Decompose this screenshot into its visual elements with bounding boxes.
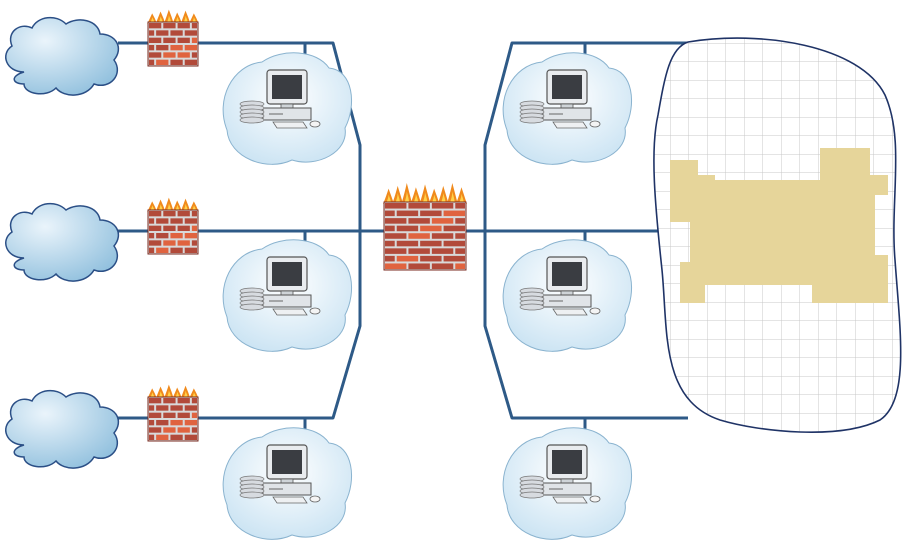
protected-zone (653, 37, 902, 433)
computer-icon (519, 69, 601, 129)
workstations (222, 52, 632, 540)
floor-plan-icon (670, 148, 888, 303)
workstation-right-1 (502, 52, 632, 165)
right-trunk (483, 41, 688, 420)
flame-icon (147, 9, 199, 24)
firewall-icon (147, 9, 199, 67)
cloud-icon (5, 389, 120, 469)
workstation-left-1 (222, 52, 352, 165)
flame-icon (383, 182, 467, 204)
cloud-icon (5, 16, 120, 96)
workstation-left-3 (222, 427, 352, 540)
firewalls (147, 9, 467, 442)
computer-icon (239, 444, 321, 504)
computer-icon (519, 444, 601, 504)
firewall-icon (147, 197, 199, 255)
workstation-right-2 (502, 239, 632, 352)
computer-icon (239, 256, 321, 316)
firewall-icon (147, 384, 199, 442)
computer-icon (519, 256, 601, 316)
left-trunk (198, 41, 362, 420)
network-links (118, 41, 688, 438)
computer-icon (239, 69, 321, 129)
central-firewall-icon (383, 182, 467, 271)
cloud-icon (5, 202, 120, 282)
workstation-right-3 (502, 427, 632, 540)
workstation-left-2 (222, 239, 352, 352)
